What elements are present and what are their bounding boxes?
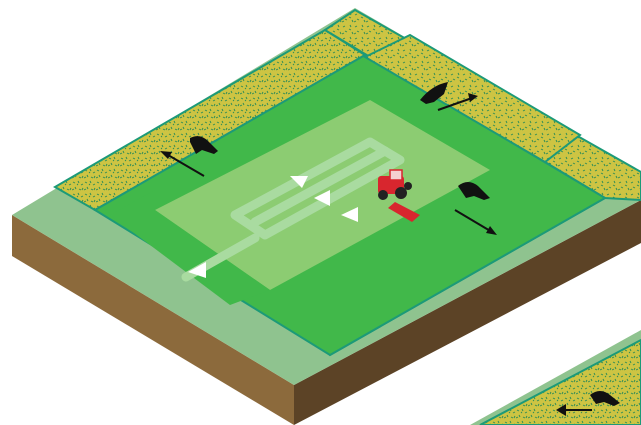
field-mowing-diagram [0, 0, 641, 425]
